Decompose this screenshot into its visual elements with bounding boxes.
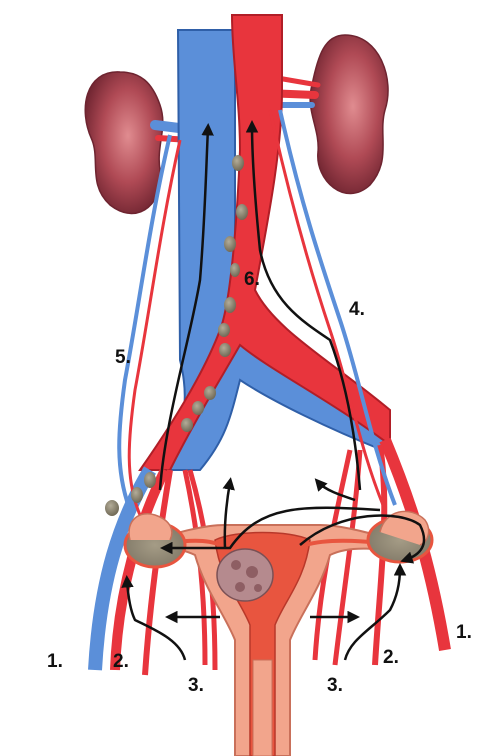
arrow-path-5 <box>158 123 214 491</box>
label-3-right: 3. <box>327 675 343 696</box>
lymph-node <box>192 401 204 415</box>
label-5: 5. <box>115 347 131 368</box>
arrow-loop-right <box>299 514 426 564</box>
label-3-left: 3. <box>188 675 204 696</box>
arrow-up-mid <box>222 477 235 549</box>
arrow-3-left <box>121 575 187 661</box>
lymph-node <box>224 297 236 313</box>
tumor <box>216 548 274 602</box>
arrow-path-6 <box>245 120 362 491</box>
lymph-node <box>105 500 119 516</box>
lymph-node <box>230 263 240 277</box>
lymph-node <box>236 204 248 220</box>
label-1-left: 1. <box>47 651 63 672</box>
lymph-node <box>181 418 193 432</box>
lymph-node <box>232 155 244 171</box>
lymph-node <box>204 386 216 400</box>
label-4: 4. <box>349 299 365 320</box>
lymph-node <box>218 323 230 337</box>
right-kidney <box>309 34 389 195</box>
ovarian-vessels <box>117 109 397 516</box>
label-2-right: 2. <box>383 647 399 668</box>
aorta <box>138 14 391 471</box>
arrow-3-right <box>343 563 407 661</box>
lymph-node <box>224 236 236 252</box>
label-6: 6. <box>244 269 260 290</box>
left-ovary <box>123 513 187 569</box>
label-1-right: 1. <box>456 622 472 643</box>
left-kidney <box>84 71 164 215</box>
lymph-node <box>219 343 231 357</box>
label-2-left: 2. <box>113 651 129 672</box>
lymph-node <box>131 487 143 503</box>
arrow-loop <box>160 506 381 555</box>
right-ovary <box>366 510 434 564</box>
arrow-ovary <box>314 478 356 502</box>
spread-arrows <box>121 120 426 661</box>
lymph-node <box>144 472 156 488</box>
lymph-nodes <box>105 155 248 516</box>
